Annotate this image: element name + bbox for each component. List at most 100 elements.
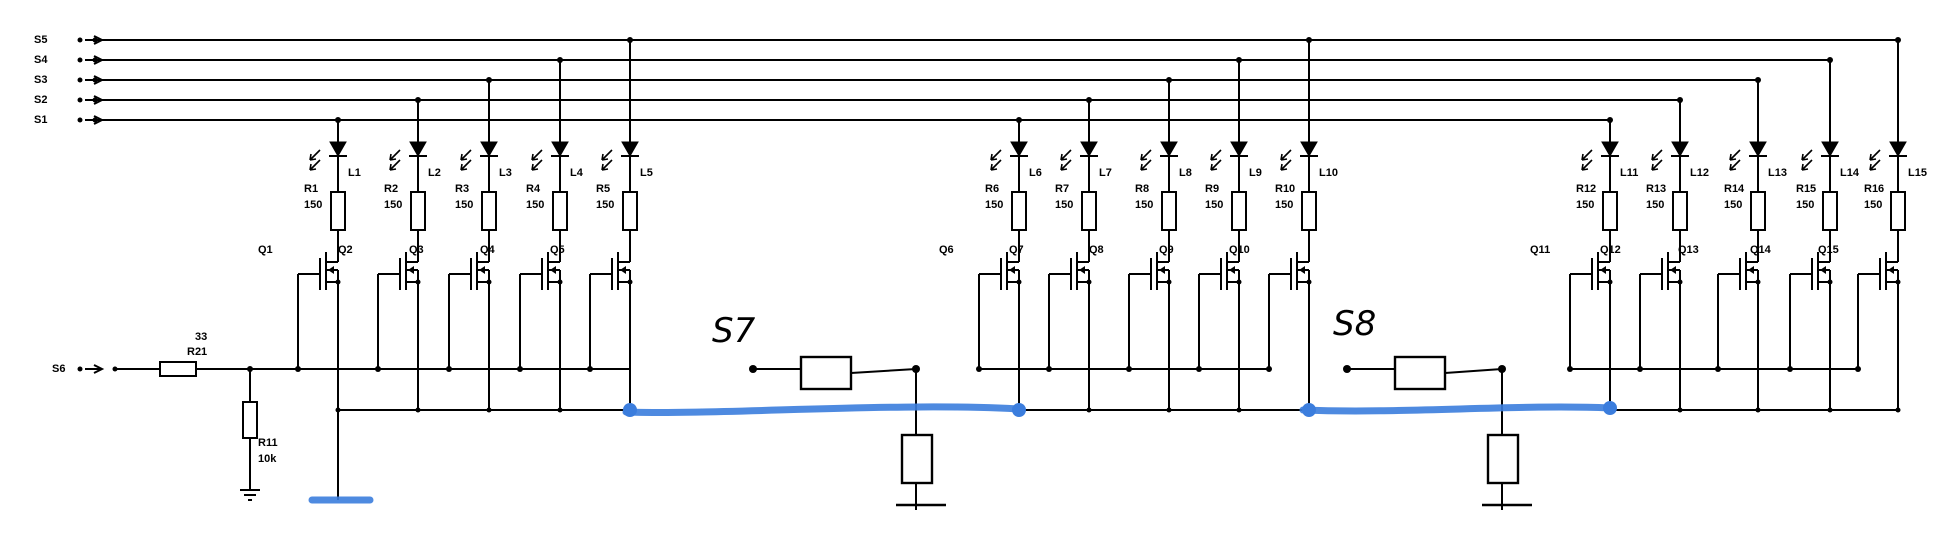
bus-junction — [1607, 117, 1613, 123]
fet-label: Q9 — [1159, 244, 1174, 256]
connector-s5 — [77, 37, 83, 43]
led-icon — [1160, 141, 1178, 158]
fet-source-dot — [627, 279, 633, 285]
resistor-icon — [330, 191, 346, 231]
resistor-icon — [1231, 191, 1247, 231]
fet-label: Q10 — [1229, 244, 1250, 256]
connector-s6 — [77, 366, 83, 372]
fet-source-dot — [486, 279, 492, 285]
connector-s6 — [112, 366, 118, 372]
fet-label: Q14 — [1750, 244, 1772, 256]
bus-junction — [1016, 117, 1022, 123]
led-icon — [1080, 141, 1098, 158]
led-label: L4 — [570, 167, 584, 179]
arrow-icon — [85, 364, 105, 374]
gate-junction — [295, 366, 301, 372]
connector-s2 — [77, 97, 83, 103]
signal-label-s5: S5 — [34, 34, 47, 46]
led-label: L13 — [1768, 167, 1787, 179]
led-label: L11 — [1620, 167, 1638, 179]
fet-label: Q7 — [1009, 244, 1024, 256]
fet-label: Q2 — [338, 244, 353, 256]
led-icon — [621, 141, 639, 158]
resistor-icon — [1750, 191, 1766, 231]
resistor-icon — [481, 191, 497, 231]
fet-arrow-icon — [1229, 266, 1235, 274]
r21-name: R21 — [187, 346, 207, 358]
light-emission-icon — [1869, 149, 1881, 171]
light-emission-icon — [1729, 149, 1741, 171]
led-icon — [551, 141, 569, 158]
resistor-icon — [1602, 191, 1618, 231]
led-icon — [1010, 141, 1028, 158]
fet-arrow-icon — [1670, 266, 1676, 274]
fet-source-dot — [1677, 279, 1683, 285]
fet-arrow-icon — [1888, 266, 1894, 274]
resistor-label: R16 — [1864, 183, 1884, 195]
resistor-r11-icon — [242, 401, 258, 439]
gate-junction — [1715, 366, 1721, 372]
bus-junction — [486, 77, 492, 83]
resistor-icon — [1890, 191, 1906, 231]
r11-name: R11 — [258, 437, 278, 449]
led-icon — [1601, 141, 1619, 158]
resistor-value-label: 150 — [596, 199, 614, 211]
bus-junction — [627, 37, 633, 43]
light-emission-icon — [990, 149, 1002, 171]
fet-arrow-icon — [408, 266, 414, 274]
fet-source-dot — [335, 279, 341, 285]
ground-junction — [1236, 407, 1242, 413]
bus-junction — [415, 97, 421, 103]
channel-labels: L1R1150Q1L2R2150Q2L3R3150Q3L4R4150Q4L5R5… — [258, 167, 1927, 256]
fet-arrow-icon — [1820, 266, 1826, 274]
light-emission-icon — [1210, 149, 1222, 171]
connector-s3 — [92, 77, 98, 83]
led-icon — [1749, 141, 1767, 158]
led-label: L1 — [348, 167, 361, 179]
gate-junction — [1567, 366, 1573, 372]
led-label: L6 — [1029, 167, 1042, 179]
blue-connection-s7 — [622, 403, 1023, 416]
fet-label: Q5 — [550, 244, 565, 256]
handwritten-resistor-icon — [900, 433, 934, 485]
led-icon — [480, 141, 498, 158]
light-emission-icon — [601, 149, 613, 171]
connector-s1 — [92, 117, 98, 123]
resistor-label: R2 — [384, 183, 398, 195]
light-emission-icon — [1140, 149, 1152, 171]
fet-source-dot — [1236, 279, 1242, 285]
led-label: L7 — [1099, 167, 1112, 179]
light-emission-icon — [1060, 149, 1072, 171]
fet-label: Q4 — [480, 244, 496, 256]
light-emission-icon — [460, 149, 472, 171]
resistor-icon — [1011, 191, 1027, 231]
labels: S5 S4 S3 S2 S1 S6 33 R21 R11 10k S7 S8 — [34, 34, 1376, 465]
light-emission-icon — [309, 149, 321, 171]
blue-endpoint — [1012, 403, 1026, 417]
gate-junction — [446, 366, 452, 372]
resistor-value-label: 150 — [1205, 199, 1223, 211]
fet-arrow-icon — [479, 266, 485, 274]
light-emission-icon — [1651, 149, 1663, 171]
resistor-label: R12 — [1576, 183, 1596, 195]
r21-value: 33 — [195, 331, 207, 343]
gate-junction — [1046, 366, 1052, 372]
led-icon — [1889, 141, 1907, 158]
resistor-icon — [1081, 191, 1097, 231]
bus-junction — [1166, 77, 1172, 83]
ground-junction — [1755, 407, 1761, 413]
ground-junction — [415, 407, 421, 413]
fet-source-dot — [1895, 279, 1901, 285]
resistor-r21-icon — [159, 361, 197, 377]
gate-junction — [375, 366, 381, 372]
gate-junction — [1787, 366, 1793, 372]
connector-s2 — [92, 97, 98, 103]
ground-junction — [1677, 407, 1683, 413]
ground-junction — [486, 407, 492, 413]
resistor-icon — [1672, 191, 1688, 231]
r11-junction — [247, 366, 253, 372]
components — [77, 35, 1907, 507]
fet-label: Q13 — [1678, 244, 1699, 256]
handwritten-resistor-icon — [799, 355, 853, 391]
